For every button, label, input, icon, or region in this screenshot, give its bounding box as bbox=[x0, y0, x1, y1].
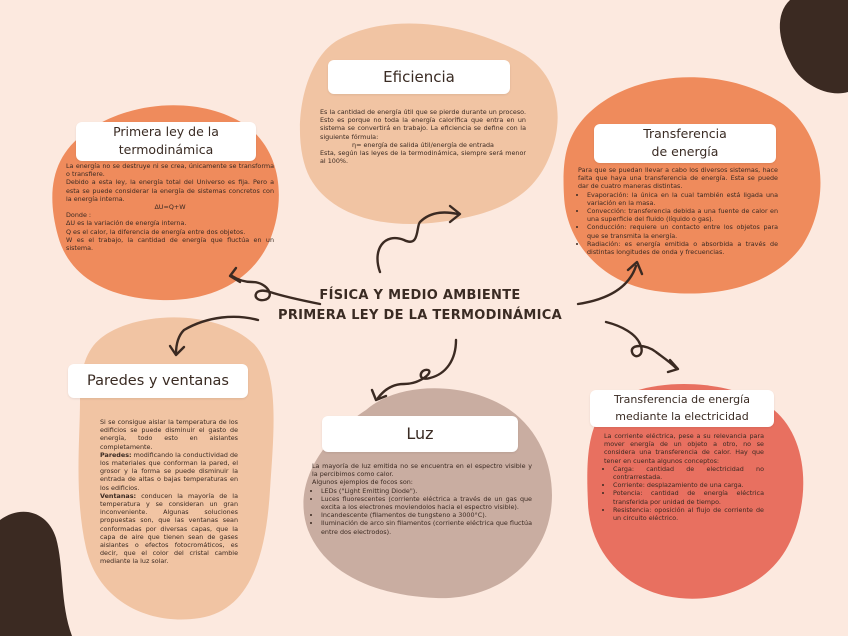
electricidad-title-box: Transferencia de energía mediante la ele… bbox=[590, 390, 774, 427]
transferencia-list: Evaporación: la única en la cual también… bbox=[578, 191, 778, 257]
primera-ley-w: W es el trabajo, la cantidad de energía … bbox=[66, 235, 274, 253]
electricidad-title-line2: mediante la electricidad bbox=[615, 410, 749, 423]
main-title: FÍSICA Y MEDIO AMBIENTE PRIMERA LEY DE L… bbox=[270, 286, 570, 326]
paredes-title: Paredes y ventanas bbox=[87, 373, 229, 389]
eficiencia-text: Es la cantidad de energía útil que se pi… bbox=[320, 108, 526, 165]
arrow-to-paredes bbox=[174, 315, 260, 356]
list-item: Luces fluorescentes (corriente eléctrica… bbox=[321, 495, 532, 511]
arrow-to-luz bbox=[376, 338, 458, 400]
primera-ley-text: La energía no se destruye ni se crea, ún… bbox=[66, 162, 274, 252]
arrow-to-electricidad bbox=[604, 320, 678, 370]
list-item: Incandescente (filamentos de tungsteno a… bbox=[321, 511, 532, 519]
transferencia-title-box: Transferencia de energía bbox=[594, 124, 776, 163]
eficiencia-title: Eficiencia bbox=[383, 68, 455, 86]
primera-ley-donde: Donde : bbox=[66, 211, 92, 220]
paredes-intro: Si se consigue aislar la temperatura de … bbox=[100, 418, 238, 451]
corner-blob-bottom-left bbox=[0, 511, 72, 636]
list-item: Potencia: cantidad de energía eléctrica … bbox=[613, 489, 764, 505]
paredes-desc: modificando la conductividad de los mate… bbox=[100, 450, 238, 492]
list-item: Resistencia: oposición al flujo de corri… bbox=[613, 506, 764, 522]
ventanas-desc: conducen la mayoría de la temperatura y … bbox=[100, 491, 238, 566]
list-item: Corriente: desplazamiento de una carga. bbox=[613, 481, 764, 489]
list-item: LEDs ("Light Emitting Diode"). bbox=[321, 487, 532, 495]
transferencia-title-line1: Transferencia bbox=[643, 126, 727, 141]
ventanas-label: Ventanas: bbox=[100, 491, 137, 500]
electricidad-title-line1: Transferencia de energía bbox=[614, 393, 750, 406]
primera-ley-delta-u: ΔU es la variación de energía interna. bbox=[66, 219, 187, 228]
corner-blob-top-right bbox=[779, 0, 848, 94]
luz-title: Luz bbox=[406, 424, 434, 443]
luz-title-box: Luz bbox=[322, 416, 518, 452]
primera-ley-formula: ΔU=Q+W bbox=[154, 203, 186, 212]
arrow-to-transferencia bbox=[576, 264, 638, 306]
eficiencia-definition: Es la cantidad de energía útil que se pi… bbox=[320, 108, 526, 141]
luz-intro: La mayoría de luz emitida no se encuentr… bbox=[312, 462, 532, 479]
paredes-label: Paredes: bbox=[100, 450, 132, 459]
main-title-line1: FÍSICA Y MEDIO AMBIENTE bbox=[319, 288, 521, 303]
ventanas-paragraph: Ventanas: conducen la mayoría de la temp… bbox=[100, 492, 238, 566]
primera-ley-q: Q es el calor, la diferencia de energía … bbox=[66, 227, 246, 236]
paredes-title-box: Paredes y ventanas bbox=[68, 364, 248, 398]
list-item: Conducción: requiere un contacto entre l… bbox=[587, 223, 778, 239]
list-item: Carga: cantidad de electricidad no contr… bbox=[613, 465, 764, 481]
paredes-paragraph: Paredes: modificando la conductividad de… bbox=[100, 451, 238, 492]
eficiencia-title-box: Eficiencia bbox=[328, 60, 510, 94]
main-title-line2: PRIMERA LEY DE LA TERMODINÁMICA bbox=[278, 308, 562, 323]
list-item: Evaporación: la única en la cual también… bbox=[587, 191, 778, 207]
electricidad-blob bbox=[587, 384, 804, 599]
paredes-text: Si se consigue aislar la temperatura de … bbox=[100, 418, 238, 566]
luz-list: LEDs ("Light Emitting Diode"). Luces flu… bbox=[312, 487, 532, 536]
eficiencia-formula: η= energía de salida útil/energía de ent… bbox=[352, 140, 494, 149]
electricidad-intro: La corriente eléctrica, pese a su releva… bbox=[604, 432, 764, 465]
primera-ley-title-box: Primera ley de la termodinámica bbox=[76, 122, 256, 161]
primera-ley-title-line2: termodinámica bbox=[118, 142, 214, 157]
arrow-to-eficiencia bbox=[376, 211, 460, 274]
list-item: Radiación: es energía emitida o absorbid… bbox=[587, 240, 778, 256]
list-item: Iluminación de arco sin filamentos (corr… bbox=[321, 519, 532, 535]
primera-ley-principle: La energía no se destruye ni se crea, ún… bbox=[66, 162, 274, 179]
luz-ejemplos: Algunos ejemplos de focos son: bbox=[312, 478, 413, 487]
arrow-to-primera-ley bbox=[230, 274, 322, 306]
primera-ley-title-line1: Primera ley de la bbox=[113, 124, 219, 139]
electricidad-list: Carga: cantidad de electricidad no contr… bbox=[604, 465, 764, 522]
list-item: Convección: transferencia debida a una f… bbox=[587, 207, 778, 223]
luz-text: La mayoría de luz emitida no se encuentr… bbox=[312, 462, 532, 536]
transferencia-title-line2: de energía bbox=[651, 144, 719, 159]
electricidad-text: La corriente eléctrica, pese a su releva… bbox=[604, 432, 764, 522]
eficiencia-note: Esta, según las leyes de la termodinámic… bbox=[320, 149, 526, 166]
primera-ley-explanation: Debido a esta ley, la energía total del … bbox=[66, 178, 274, 203]
transferencia-text: Para que se puedan llevar a cabo los div… bbox=[578, 166, 778, 256]
transferencia-intro: Para que se puedan llevar a cabo los div… bbox=[578, 166, 778, 191]
